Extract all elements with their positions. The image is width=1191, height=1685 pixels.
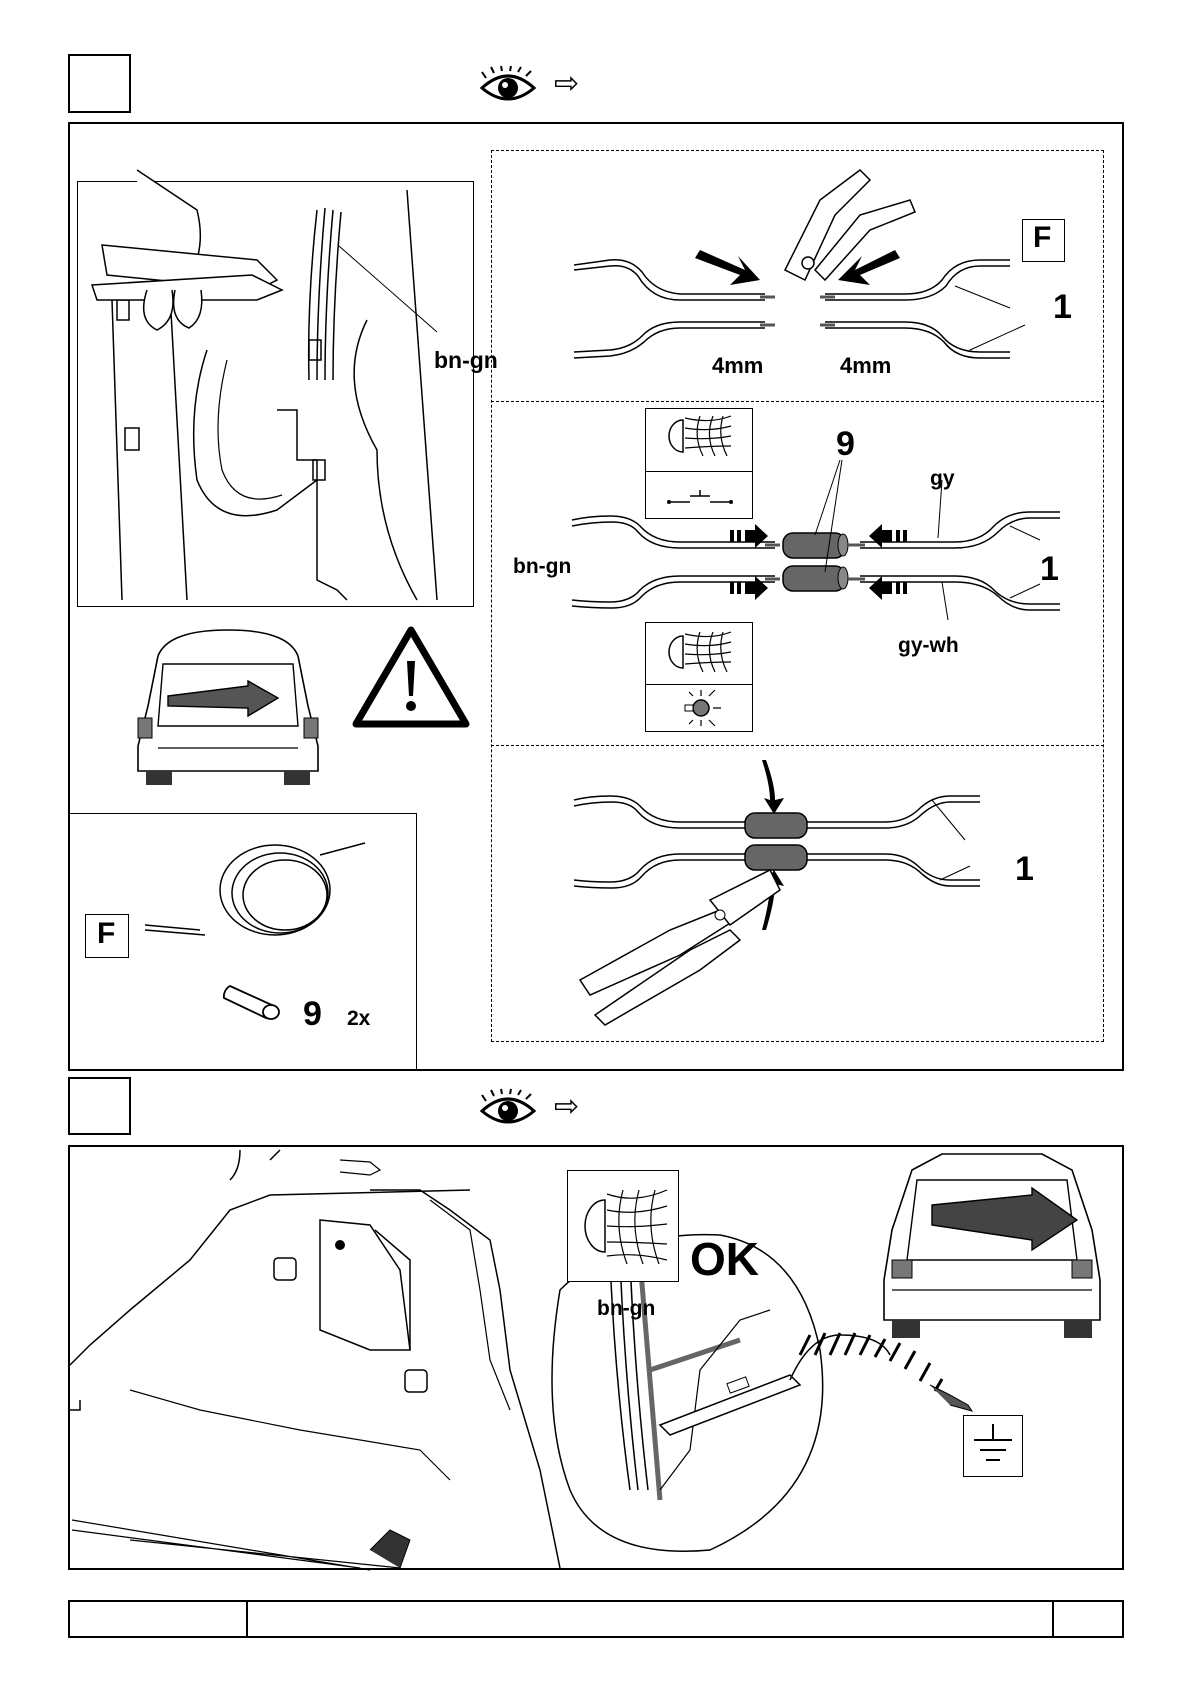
car-rear-open-icon bbox=[872, 1150, 1112, 1340]
connect-wire-bottom-right: gy-wh bbox=[898, 634, 959, 658]
fog-lamp-icon bbox=[665, 410, 735, 460]
fog-lamp-icon-2 bbox=[665, 626, 735, 676]
bulb-divider bbox=[645, 684, 753, 685]
arrow-right-icon-2: ⇨ bbox=[554, 1089, 579, 1124]
strip-length-right: 4mm bbox=[840, 353, 891, 379]
connect-callout-1: 1 bbox=[1040, 550, 1059, 589]
butt-connector-illustration bbox=[570, 480, 1060, 620]
fog-lamp-divider bbox=[645, 471, 753, 472]
footer-divider-1 bbox=[246, 1600, 248, 1638]
left-photo-wire-label: bn-gn bbox=[434, 347, 498, 374]
footer-divider-2 bbox=[1052, 1600, 1054, 1638]
ground-icon bbox=[970, 1422, 1016, 1470]
panel-f-badge-label: F bbox=[1033, 221, 1051, 255]
step2-ok-label: OK bbox=[690, 1232, 759, 1286]
parts-f-label: F bbox=[97, 917, 115, 951]
crimp-callout-1: 1 bbox=[1015, 850, 1034, 889]
arrow-right-icon: ⇨ bbox=[554, 66, 579, 101]
strip-length-left: 4mm bbox=[712, 353, 763, 379]
parts-callout-9: 9 bbox=[303, 995, 322, 1034]
eye-icon-2 bbox=[478, 1089, 538, 1129]
connect-callout-9: 9 bbox=[836, 425, 855, 464]
car-rear-icon bbox=[128, 626, 328, 788]
connect-wire-top-right: gy bbox=[930, 467, 955, 491]
parts-quantity: 2x bbox=[347, 1007, 370, 1031]
wire-coil-icon bbox=[140, 835, 370, 955]
eye-icon bbox=[478, 66, 538, 106]
bulb-icon bbox=[677, 688, 723, 728]
step2-wire-label: bn-gn bbox=[597, 1297, 655, 1321]
left-photo-illustration bbox=[77, 150, 477, 610]
butt-connector-icon bbox=[222, 980, 288, 1020]
divider-1 bbox=[491, 401, 1104, 402]
crimp-illustration bbox=[570, 780, 1050, 1025]
panel-f-callout-1: 1 bbox=[1053, 288, 1072, 327]
test-lamp-icon bbox=[650, 1325, 980, 1445]
step1-number-box bbox=[68, 54, 131, 113]
step2-fog-lamp-icon bbox=[575, 1180, 671, 1270]
warning-icon bbox=[352, 626, 470, 728]
strip-wires-illustration bbox=[570, 160, 1060, 380]
connect-wire-left: bn-gn bbox=[513, 555, 571, 579]
divider-2 bbox=[491, 745, 1104, 746]
trunk-interior-illustration bbox=[70, 1150, 590, 1568]
step2-number-box bbox=[68, 1077, 131, 1135]
footer-bar bbox=[68, 1600, 1124, 1638]
